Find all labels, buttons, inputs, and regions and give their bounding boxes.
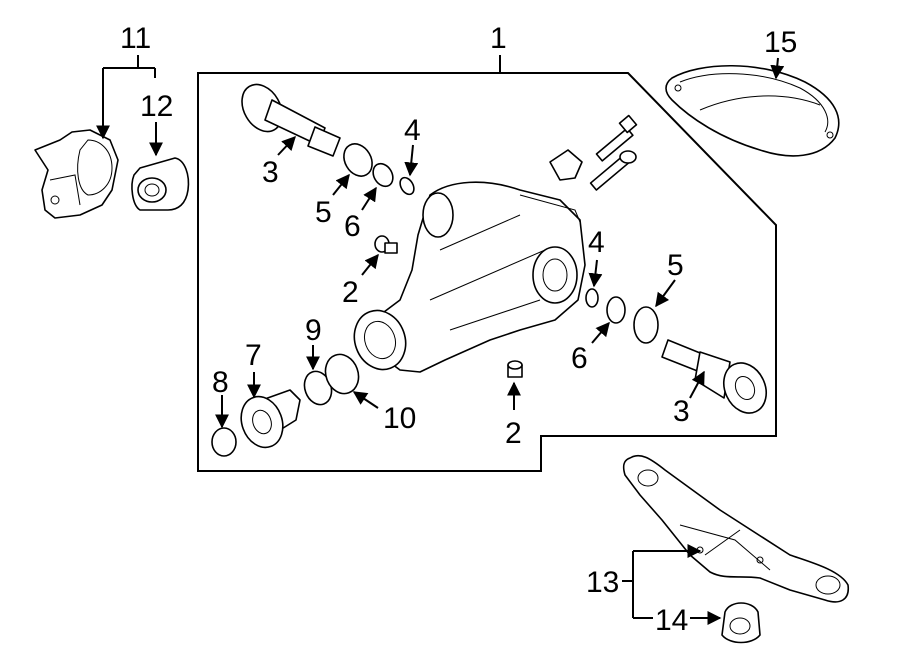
callout-6-right: 6	[571, 342, 588, 375]
part-11-mount	[34, 129, 119, 219]
part-3-flange-right	[661, 339, 767, 414]
part-14-bushing	[721, 602, 761, 644]
part-12-bushing	[131, 157, 190, 211]
part-6-bearing-right	[606, 296, 626, 324]
part-bolt-1	[595, 114, 638, 162]
callout-2-lower: 2	[505, 417, 522, 450]
part-6-bearing-upper	[372, 162, 394, 188]
part-2-plug-upper	[374, 235, 398, 254]
leader-6a	[361, 186, 377, 211]
callout-14: 14	[655, 604, 688, 637]
callout-12: 12	[140, 90, 173, 123]
callout-11: 11	[120, 22, 151, 55]
leader-10	[352, 391, 379, 409]
differential-housing	[353, 181, 586, 373]
callout-15: 15	[764, 26, 797, 59]
callout-5-upper: 5	[315, 196, 332, 229]
leader-4b	[588, 259, 603, 288]
callout-10: 10	[383, 402, 416, 435]
leader-4a	[404, 144, 419, 177]
leader-5b	[655, 279, 676, 308]
part-cap	[549, 149, 583, 181]
leader-15	[770, 57, 785, 80]
part-bolt-2	[589, 150, 637, 191]
callout-3-upper: 3	[262, 156, 279, 189]
callout-4-upper: 4	[404, 114, 421, 147]
part-4-ring-upper	[399, 176, 415, 196]
callout-13: 13	[586, 566, 619, 599]
leader-3b	[689, 370, 705, 399]
part-13-crossmember	[622, 454, 850, 603]
part-15-cover	[665, 64, 840, 157]
callout-8: 8	[212, 366, 229, 399]
part-5-seal-upper	[343, 143, 373, 177]
leader-3a	[277, 135, 296, 156]
part-7-flange	[240, 389, 301, 449]
callout-5-right: 5	[667, 249, 684, 282]
callout-2-upper: 2	[342, 276, 359, 309]
callout-7: 7	[245, 339, 262, 372]
callout-1: 1	[490, 22, 507, 55]
part-10-bearing	[324, 353, 360, 395]
part-2-plug-lower	[507, 360, 523, 378]
part-5-seal-right	[633, 306, 659, 344]
callout-6-upper: 6	[344, 210, 361, 243]
part-8-ring	[211, 427, 237, 457]
part-3-flange-left	[241, 83, 341, 157]
part-4-ring-right	[585, 288, 599, 308]
leader-2a	[361, 253, 379, 276]
callout-3-lower: 3	[673, 395, 690, 428]
assembly-boundary	[197, 72, 777, 472]
callout-9: 9	[305, 314, 322, 347]
callout-4-right: 4	[588, 226, 605, 259]
leader-5a	[332, 173, 350, 196]
leader-6b	[591, 321, 610, 344]
